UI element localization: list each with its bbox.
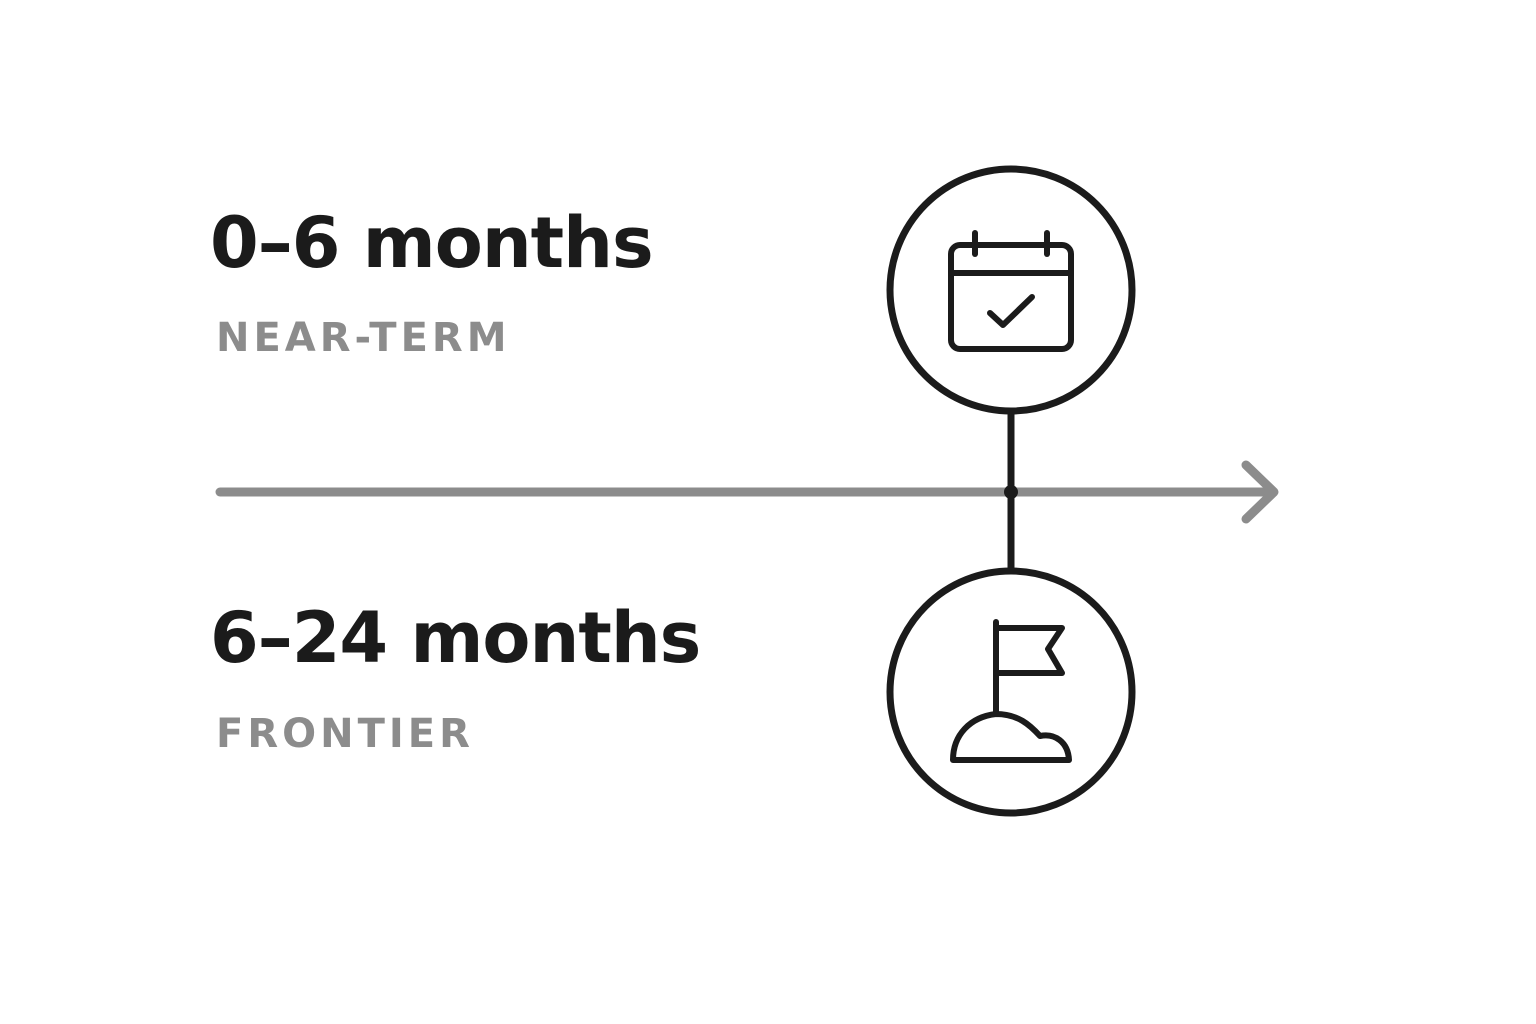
flag-on-hill-icon [950, 619, 1072, 763]
axis-junction-dot [1004, 485, 1018, 499]
timeline-arrowhead [1241, 460, 1279, 524]
near-term-label: NEAR-TERM [216, 315, 511, 361]
near-term-node-circle [886, 165, 1136, 415]
frontier-period: 6–24 months [210, 597, 701, 679]
near-term-period: 0–6 months [210, 202, 654, 284]
frontier-label: FRONTIER [216, 711, 474, 757]
calendar-check-icon [948, 230, 1074, 352]
frontier-node-circle [886, 567, 1136, 817]
frontier-node [886, 567, 1136, 817]
near-term-node [886, 165, 1136, 415]
